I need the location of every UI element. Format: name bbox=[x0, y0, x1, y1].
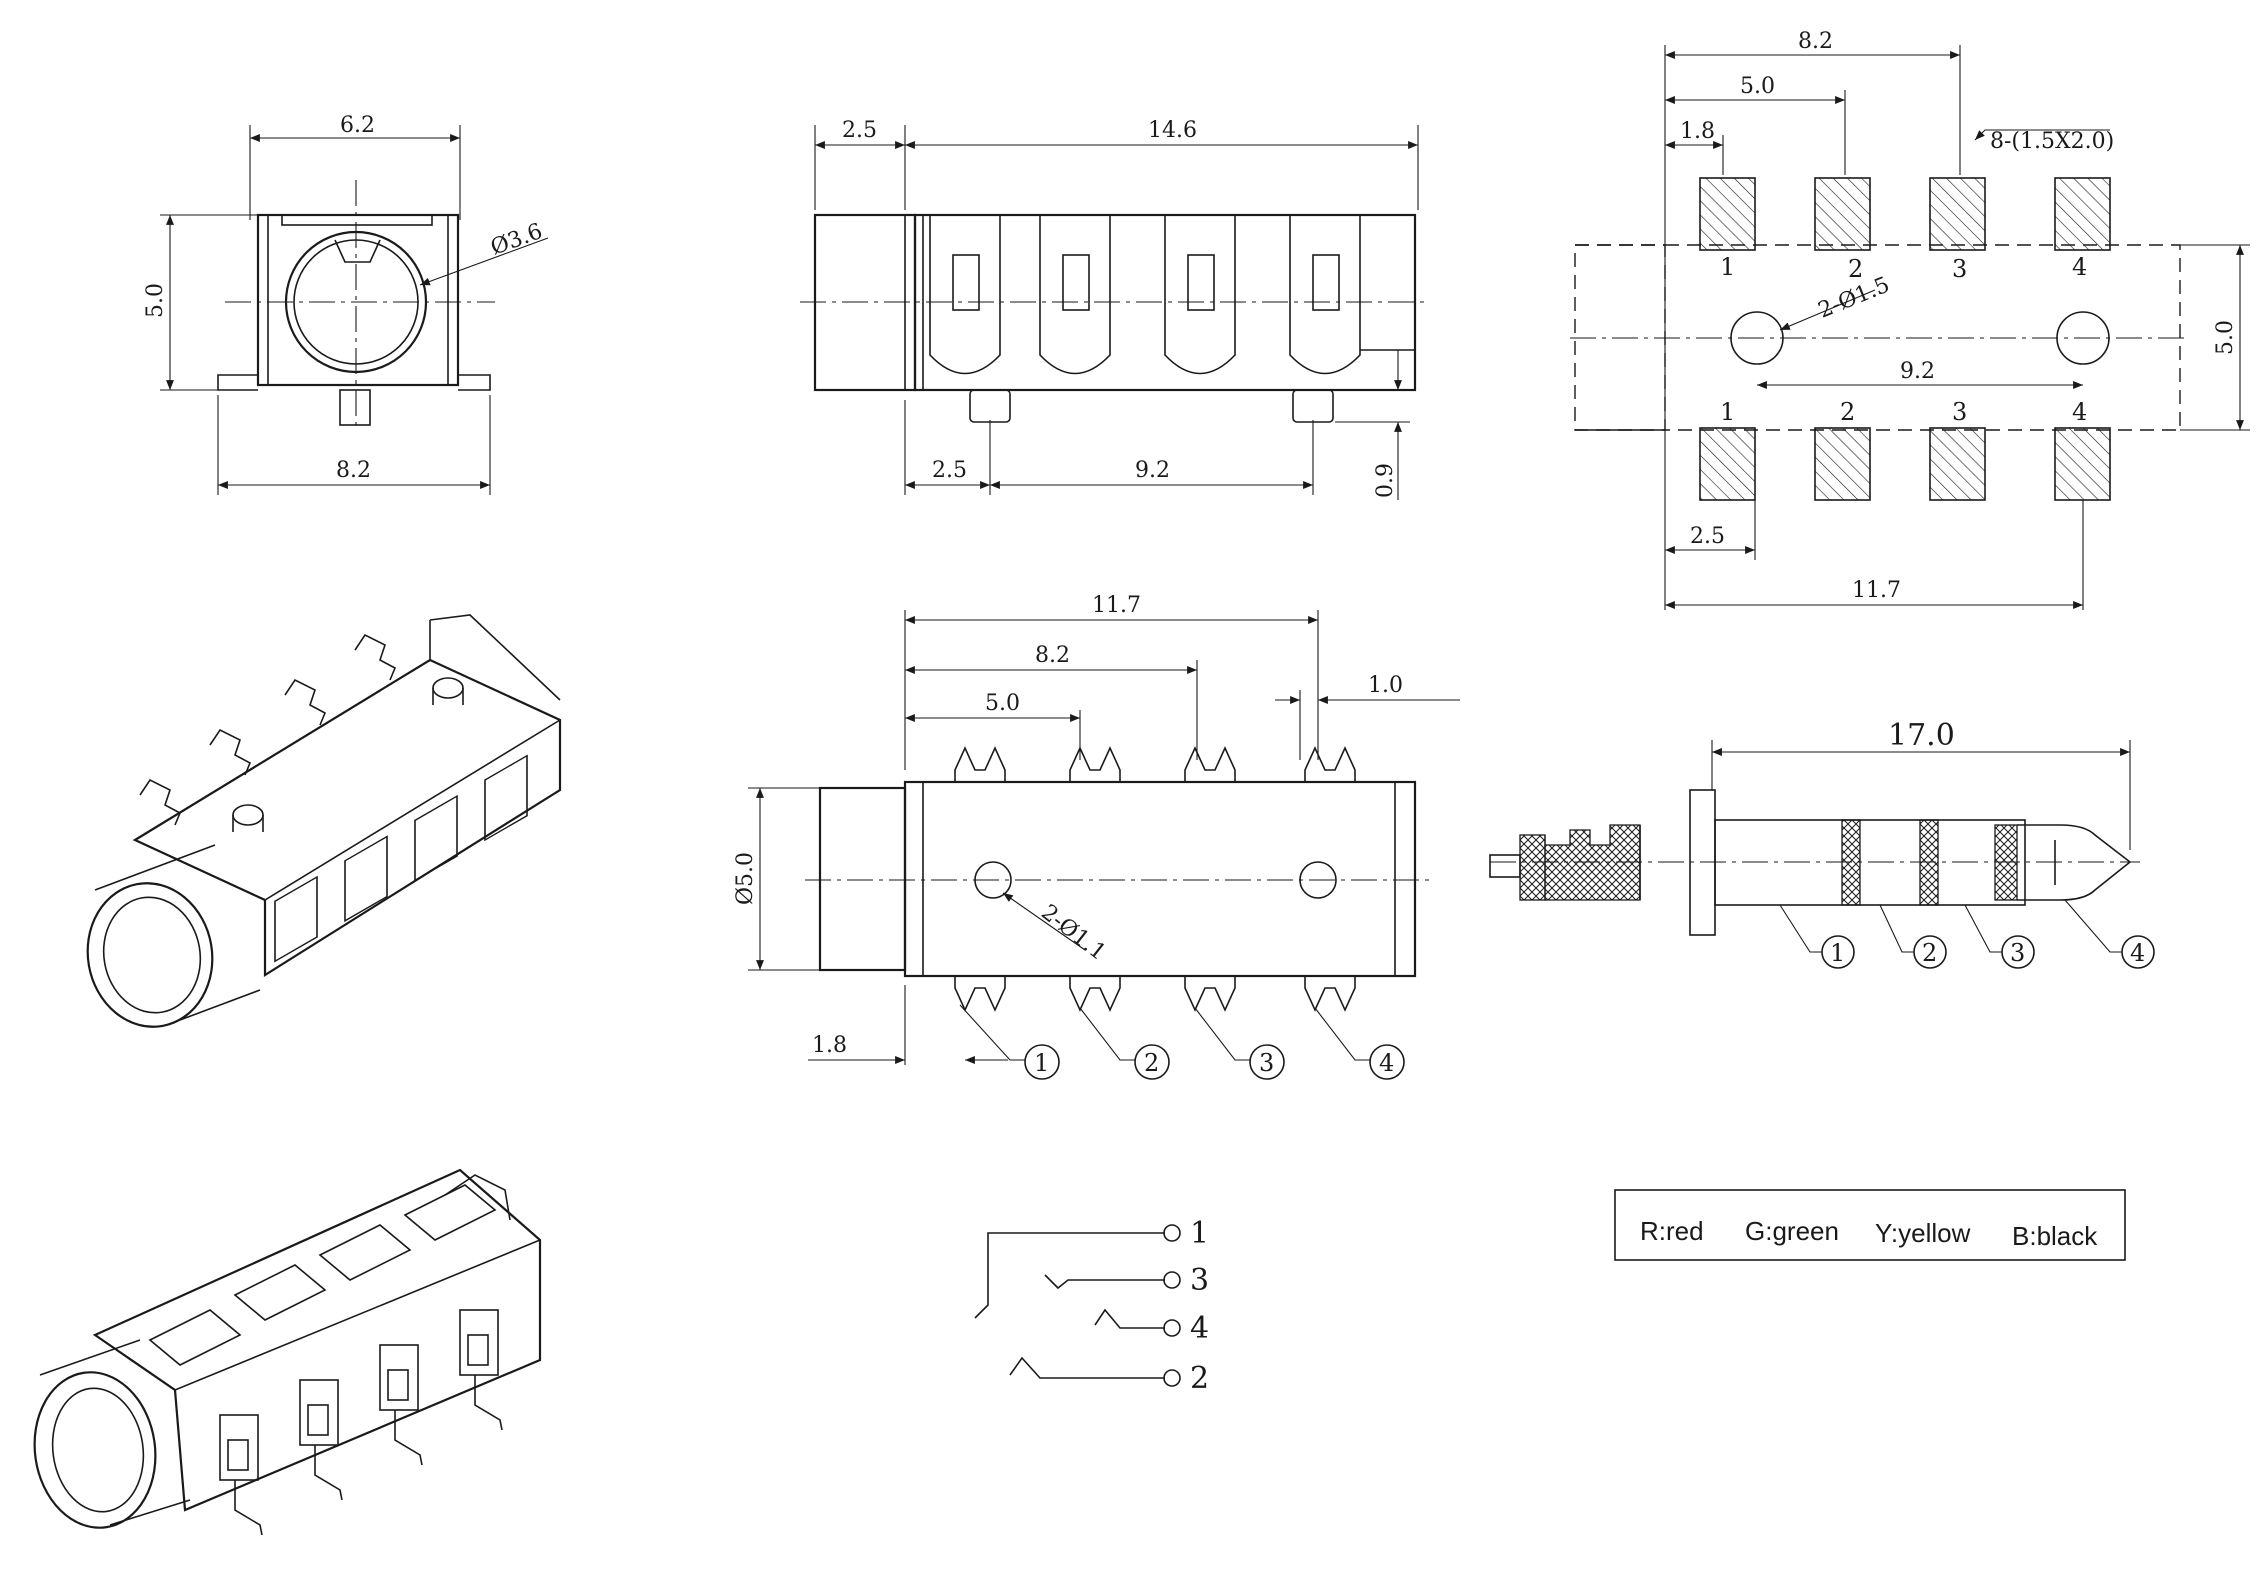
plug-callout-4: 4 bbox=[2130, 939, 2145, 967]
front-width-top: 6.2 bbox=[340, 113, 375, 138]
front-view: 6.2 5.0 Ø3.6 8.2 bbox=[143, 113, 549, 495]
schematic-terminal-1 bbox=[1163, 1224, 1181, 1242]
side-pin-height: 0.9 bbox=[1373, 463, 1398, 498]
side-front-len: 2.5 bbox=[842, 118, 877, 143]
schematic-label-2: 2 bbox=[1190, 1361, 1209, 1396]
top-dim-1-0: 1.0 bbox=[1368, 673, 1403, 698]
schematic-terminal-4 bbox=[1163, 1319, 1181, 1337]
pcb-hole-span: 9.2 bbox=[1900, 359, 1935, 384]
top-callout-1: 1 bbox=[1034, 1049, 1049, 1077]
schematic-terminal-2 bbox=[1163, 1369, 1181, 1387]
schematic: 1 3 4 2 bbox=[974, 1216, 1209, 1396]
pcb-bottom-pin-4: 4 bbox=[2072, 398, 2087, 426]
plug-callout-3: 3 bbox=[2010, 939, 2025, 967]
pcb-layout: 8.2 5.0 1.8 8-(1.5X2.0) 1 2 3 4 2-Ø1.5 9… bbox=[1570, 29, 2250, 610]
pcb-top-pin-3: 3 bbox=[1952, 255, 1967, 283]
pcb-top-pin-1: 1 bbox=[1720, 253, 1735, 281]
side-pin-offset: 2.5 bbox=[932, 458, 967, 483]
top-callout-3: 3 bbox=[1259, 1049, 1274, 1077]
schematic-terminal-3 bbox=[1163, 1271, 1181, 1289]
top-callout-2: 2 bbox=[1144, 1049, 1159, 1077]
pcb-height: 5.0 bbox=[2213, 320, 2238, 355]
legend-green: G:green bbox=[1745, 1216, 1839, 1246]
pcb-bottom-pin-2: 2 bbox=[1840, 398, 1855, 426]
top-hole-spec: 2-Ø1.1 bbox=[1036, 900, 1110, 966]
plug-view: 17.0 1 2 3 4 bbox=[1489, 718, 2155, 969]
color-legend: R:red G:green Y:yellow B:black bbox=[1614, 1189, 2126, 1261]
front-hole-dia: Ø3.6 bbox=[488, 219, 546, 261]
top-view-pins-bottom bbox=[954, 976, 1356, 1012]
iso-view-2 bbox=[33, 1168, 542, 1536]
pcb-dim-1-8: 1.8 bbox=[1680, 119, 1715, 144]
legend-red: R:red bbox=[1640, 1216, 1704, 1246]
plug-callout-2: 2 bbox=[1922, 939, 1937, 967]
plug-callout-1: 1 bbox=[1830, 939, 1845, 967]
top-dim-11-7: 11.7 bbox=[1092, 593, 1141, 618]
pcb-top-pin-4: 4 bbox=[2072, 253, 2087, 281]
schematic-label-4: 4 bbox=[1190, 1311, 1209, 1346]
front-height: 5.0 bbox=[143, 283, 168, 318]
pcb-pad-spec: 8-(1.5X2.0) bbox=[1990, 129, 2114, 154]
side-view: 2.5 14.6 2.5 9.2 bbox=[800, 118, 1430, 500]
pcb-bottom-pin-1: 1 bbox=[1720, 398, 1735, 426]
legend-black: B:black bbox=[2012, 1221, 2098, 1251]
front-width-bottom: 8.2 bbox=[336, 458, 371, 483]
side-body-len: 14.6 bbox=[1148, 118, 1197, 143]
top-view-pins-top bbox=[935, 746, 1375, 783]
top-view: 11.7 8.2 5.0 1.0 bbox=[733, 593, 1460, 1080]
pcb-dim-11-7: 11.7 bbox=[1852, 578, 1901, 603]
side-contacts bbox=[929, 215, 1415, 375]
schematic-label-3: 3 bbox=[1190, 1263, 1209, 1298]
top-view-callouts: 1 2 3 4 bbox=[959, 1004, 1405, 1080]
top-callout-4: 4 bbox=[1379, 1049, 1394, 1077]
top-dim-8-2: 8.2 bbox=[1035, 643, 1070, 668]
pcb-dim-5-0: 5.0 bbox=[1740, 74, 1775, 99]
plug-length: 17.0 bbox=[1888, 718, 1955, 753]
iso-view-1 bbox=[86, 614, 562, 1028]
top-dia: Ø5.0 bbox=[733, 852, 758, 905]
schematic-label-1: 1 bbox=[1190, 1216, 1209, 1251]
side-pin-span: 9.2 bbox=[1135, 458, 1170, 483]
pcb-dim-8-2: 8.2 bbox=[1798, 29, 1833, 54]
legend-yellow: Y:yellow bbox=[1875, 1218, 1971, 1248]
top-dim-5-0: 5.0 bbox=[985, 691, 1020, 716]
pcb-top-pin-2: 2 bbox=[1848, 255, 1863, 283]
pcb-dim-2-5: 2.5 bbox=[1690, 524, 1725, 549]
top-dim-1-8: 1.8 bbox=[812, 1033, 847, 1058]
pcb-bottom-pin-3: 3 bbox=[1952, 398, 1967, 426]
